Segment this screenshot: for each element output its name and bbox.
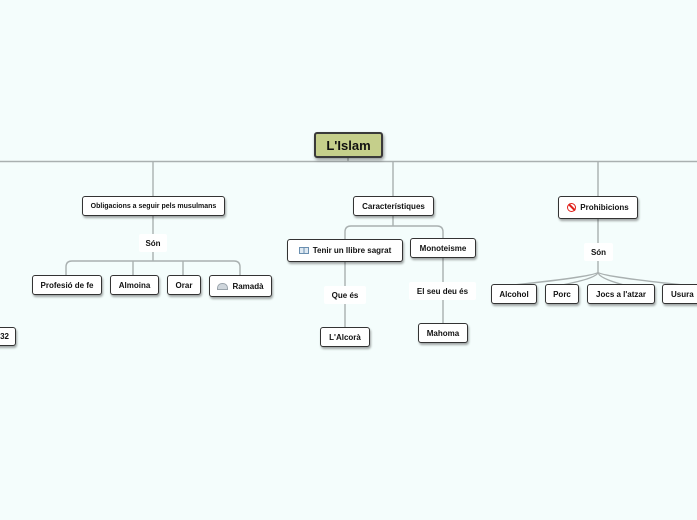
obligations-son-text: Són <box>145 238 161 248</box>
alcora-node[interactable]: L'Alcorà <box>320 327 370 347</box>
obligations-node[interactable]: Obligacions a seguir pels musulmans <box>82 196 225 216</box>
line-son-to-items <box>65 252 241 276</box>
no-entry-icon <box>567 203 577 212</box>
prohibitions-son-text: Són <box>590 247 607 257</box>
book-icon <box>298 247 309 254</box>
prohibition-item-pork[interactable]: Porc <box>545 284 579 304</box>
prohibitions-label: Prohibicions <box>580 203 629 212</box>
offscreen-node-label: 32 <box>0 332 9 341</box>
mahoma-node[interactable]: Mahoma <box>418 323 468 343</box>
prohibition-item-usury-label: Usura <box>671 289 694 299</box>
line-son-to-prohibition-items <box>513 261 684 286</box>
obligation-item-pray[interactable]: Orar <box>167 275 201 295</box>
obligation-item-pray-label: Orar <box>175 280 193 290</box>
monotheism-label: Monoteisme <box>419 243 467 253</box>
prohibition-item-gambling-label: Jocs a l'atzar <box>596 289 646 299</box>
prohibitions-node[interactable]: Prohibicions <box>558 196 638 219</box>
prohibition-item-usury[interactable]: Usura <box>662 284 697 304</box>
sacred-book-label: Tenir un llibre sagrat <box>312 246 392 255</box>
deu-text: El seu deu és <box>416 286 469 296</box>
mosque-icon <box>217 282 229 290</box>
characteristics-node[interactable]: Característiques <box>353 196 434 216</box>
obligation-item-faith[interactable]: Profesió de fe <box>32 275 102 295</box>
que-es-connector-label[interactable]: Que és <box>324 286 366 304</box>
root-label: L'Islam <box>326 137 371 153</box>
obligations-label: Obligacions a seguir pels musulmans <box>90 202 217 210</box>
prohibition-item-alcohol-label: Alcohol <box>499 289 529 299</box>
deu-connector-label[interactable]: El seu deu és <box>409 282 476 300</box>
root-node[interactable]: L'Islam <box>314 132 383 158</box>
prohibition-item-alcohol[interactable]: Alcohol <box>491 284 537 304</box>
obligations-connector-label[interactable]: Són <box>139 234 167 252</box>
obligation-item-faith-label: Profesió de fe <box>40 280 94 290</box>
obligation-item-alms-label: Almoina <box>118 280 151 290</box>
prohibitions-connector-label[interactable]: Són <box>584 243 613 261</box>
offscreen-node[interactable]: 32 <box>0 327 16 346</box>
obligation-item-ramadan[interactable]: Ramadà <box>209 275 272 297</box>
sacred-book-node[interactable]: Tenir un llibre sagrat <box>287 239 403 262</box>
line-characteristics-to-children <box>344 216 444 240</box>
prohibition-item-pork-label: Porc <box>553 289 571 299</box>
obligation-item-ramadan-label: Ramadà <box>232 281 264 291</box>
mahoma-label: Mahoma <box>426 328 460 338</box>
que-es-text: Que és <box>331 290 359 300</box>
obligation-item-alms[interactable]: Almoina <box>110 275 159 295</box>
alcora-label: L'Alcorà <box>329 332 361 342</box>
monotheism-node[interactable]: Monoteisme <box>410 238 476 258</box>
prohibition-item-gambling[interactable]: Jocs a l'atzar <box>587 284 655 304</box>
characteristics-label: Característiques <box>362 201 425 211</box>
